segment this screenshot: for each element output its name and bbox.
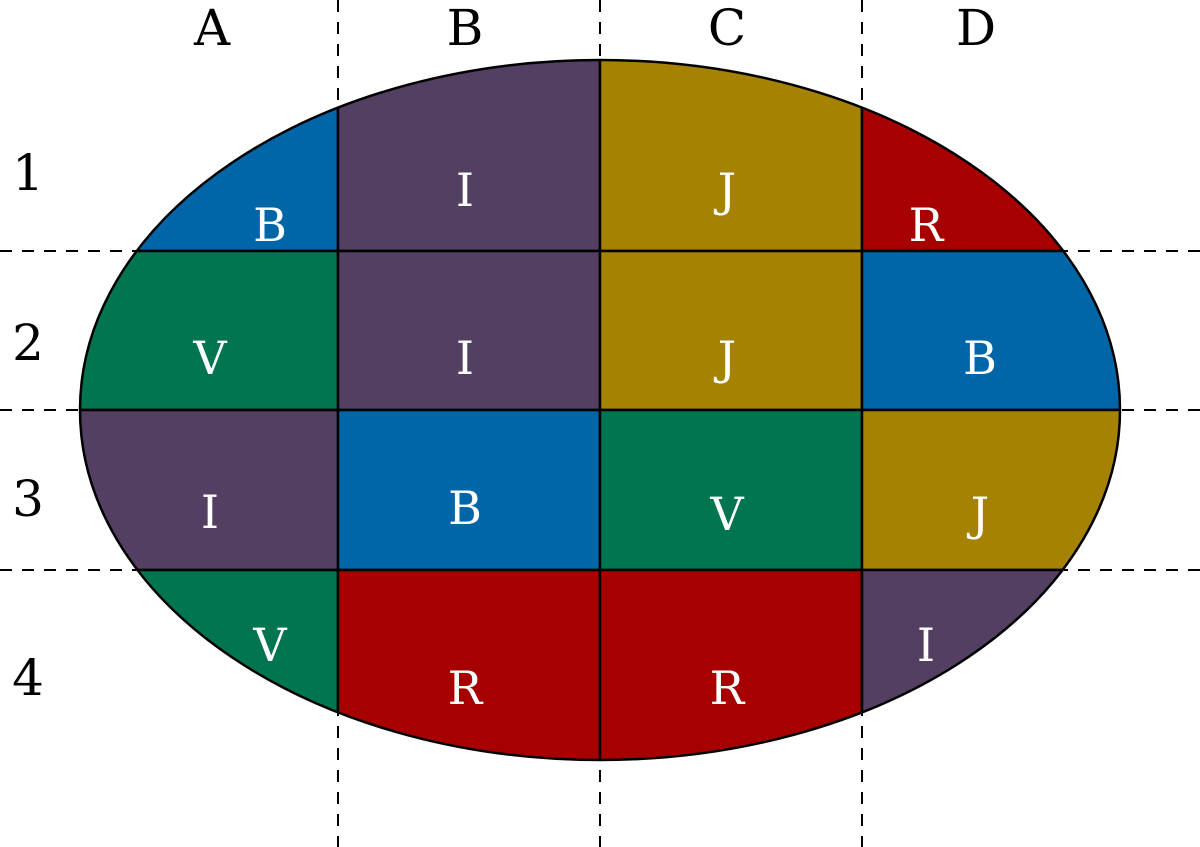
- cell-letter-c4: R: [710, 661, 746, 715]
- row-label-3: 3: [12, 470, 44, 528]
- cell-d2: [860, 249, 1120, 412]
- cell-letter-c2: J: [714, 331, 736, 385]
- cell-letter-d3: J: [967, 487, 989, 541]
- cell-b3: [336, 408, 602, 572]
- column-label-d: D: [956, 0, 996, 57]
- cell-letter-d4: I: [917, 618, 935, 672]
- cell-c2: [598, 249, 864, 412]
- cell-letter-a1: B: [253, 198, 287, 252]
- cell-b2: [336, 249, 602, 412]
- cell-c3: [598, 408, 864, 572]
- oval-outline: [78, 58, 1122, 762]
- cell-d1: [860, 60, 1120, 253]
- cell-letter-b1: I: [456, 163, 474, 217]
- cell-a2: [80, 249, 340, 412]
- cell-letter-b3: B: [448, 481, 482, 535]
- cell-letter-b2: I: [456, 331, 474, 385]
- row-labels: 1 2 3 4: [12, 144, 44, 707]
- cell-a4: [80, 568, 340, 760]
- cell-letter-a4: V: [252, 618, 287, 672]
- column-labels: A B C D: [193, 0, 996, 57]
- row-label-1: 1: [12, 144, 44, 202]
- cell-letter-d2: B: [963, 331, 997, 385]
- column-label-a: A: [193, 0, 231, 57]
- cell-letter-c3: V: [709, 487, 744, 541]
- cell-a1: [80, 60, 340, 253]
- cell-a3: [80, 408, 340, 572]
- cell-letter-a2: V: [192, 331, 227, 385]
- cell-letters: B I J R V I J B I B V J V R R I: [192, 163, 997, 715]
- row-label-2: 2: [12, 314, 44, 372]
- cell-grid: [80, 60, 1120, 760]
- column-label-b: B: [447, 0, 484, 57]
- cell-letter-d1: R: [909, 198, 945, 252]
- cell-d3: [860, 408, 1120, 572]
- column-label-c: C: [708, 0, 746, 57]
- row-label-4: 4: [12, 649, 44, 707]
- cell-letter-b4: R: [448, 661, 484, 715]
- cell-letter-a3: I: [201, 485, 219, 539]
- cell-letter-c1: J: [714, 163, 736, 217]
- cell-d4: [860, 568, 1120, 760]
